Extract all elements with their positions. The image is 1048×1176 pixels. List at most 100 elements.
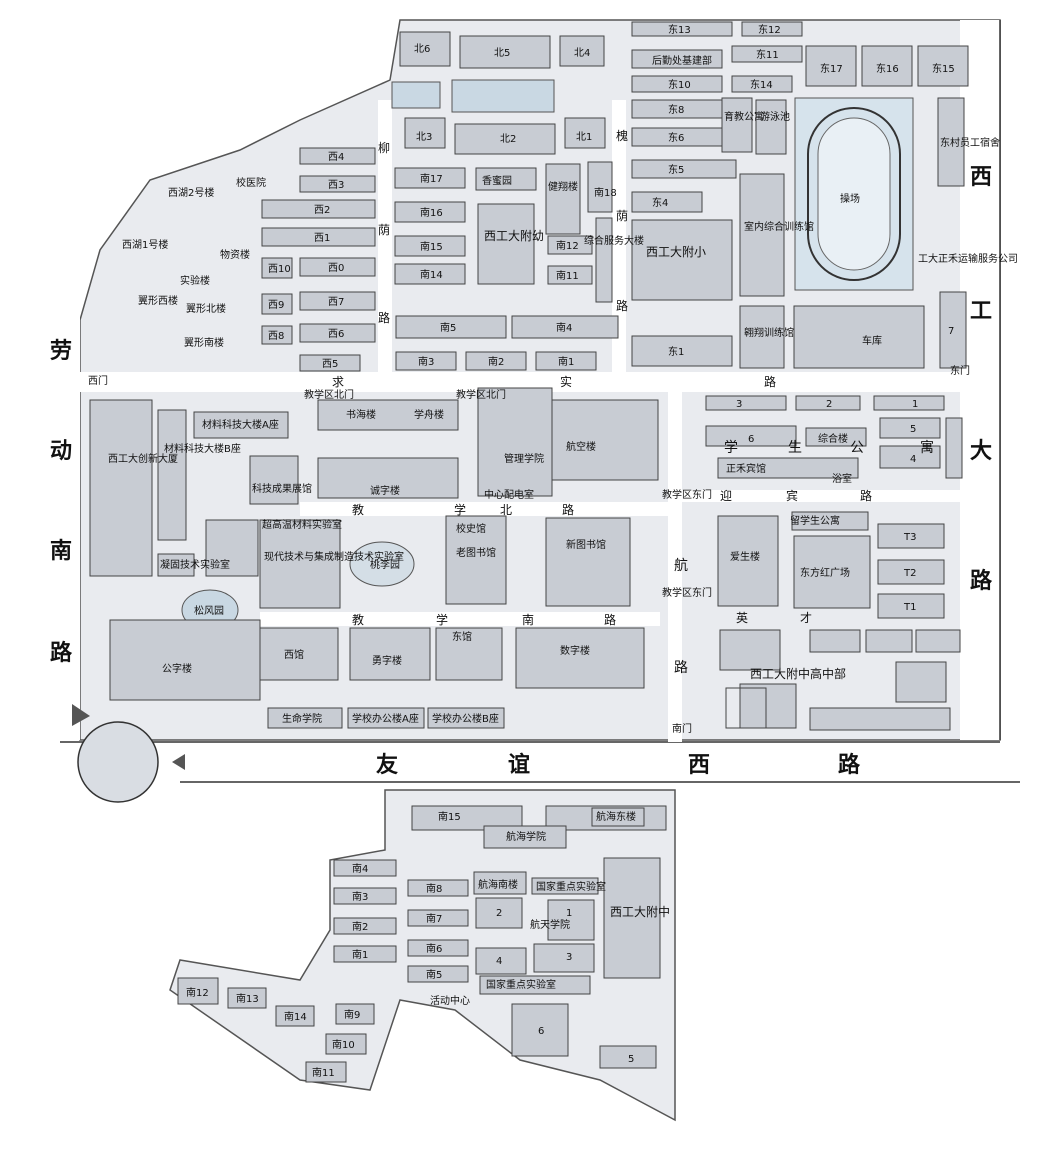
label-taoli[interactable]: 桃李园	[370, 558, 400, 571]
label-west-gate[interactable]: 西门	[88, 374, 108, 387]
label-yujiao[interactable]: 育教公寓	[724, 110, 764, 123]
bld-s-nan6[interactable]: 南6	[426, 942, 442, 955]
bld-h5[interactable]: 5	[628, 1054, 634, 1065]
bld-e16[interactable]: 东16	[876, 62, 899, 75]
bld-apt4[interactable]: 4	[910, 454, 916, 465]
bld-apt6[interactable]: 6	[748, 434, 754, 445]
bld-nan12[interactable]: 南12	[556, 239, 579, 252]
bld-s-nan4[interactable]: 南4	[352, 862, 368, 875]
label-zonghelou[interactable]: 综合楼	[818, 432, 848, 445]
label-playground[interactable]: 操场	[840, 192, 860, 205]
label-jianxiang[interactable]: 健翔楼	[548, 180, 578, 193]
label-gongzi[interactable]: 公字楼	[162, 662, 192, 675]
label-shinei[interactable]: 室内综合训练馆	[744, 220, 814, 233]
bld-xi0[interactable]: 西0	[328, 263, 344, 274]
bld-s-nan12[interactable]: 南12	[186, 986, 209, 999]
bld-bei6[interactable]: 北6	[414, 43, 430, 55]
bld-nan15[interactable]: 南15	[420, 240, 443, 253]
label-south-gate[interactable]: 南门	[672, 722, 692, 735]
label-aisheng[interactable]: 爱生楼	[730, 550, 760, 563]
bld-e5[interactable]: 东5	[668, 163, 684, 176]
bld-bei5[interactable]: 北5	[494, 47, 510, 59]
label-cailiao-b[interactable]: 材料科技大楼B座	[164, 442, 241, 455]
label-zonghefuwu[interactable]: 综合服务大楼	[584, 234, 644, 247]
label-north-gate-east[interactable]: 教学区北门	[456, 388, 506, 401]
bld-h1[interactable]: 1	[566, 908, 572, 919]
bld-s-nan3[interactable]: 南3	[352, 890, 368, 903]
label-hanghai[interactable]: 航海学院	[506, 830, 546, 843]
bld-e4[interactable]: 东4	[652, 196, 668, 209]
label-shuhai[interactable]: 书海楼	[346, 408, 376, 421]
bld-apt1[interactable]: 1	[912, 399, 918, 410]
bld-xi7[interactable]: 西7	[328, 297, 344, 308]
bld-xi4[interactable]: 西4	[328, 152, 344, 163]
label-laotushu[interactable]: 老图书馆	[456, 546, 496, 559]
label-yixingxi[interactable]: 翼形西楼	[138, 294, 178, 307]
bld-h4[interactable]: 4	[496, 956, 502, 967]
bld-s-nan11[interactable]: 南11	[312, 1066, 335, 1079]
bld-e10[interactable]: 东10	[668, 78, 691, 91]
label-keji-chengguo[interactable]: 科技成果展馆	[252, 482, 312, 495]
bld-bei3[interactable]: 北3	[416, 131, 432, 143]
label-xihu1[interactable]: 西湖1号楼	[122, 238, 168, 251]
label-wuzilou[interactable]: 物资楼	[220, 248, 250, 261]
label-guanli[interactable]: 管理学院	[504, 452, 544, 465]
bld-e8[interactable]: 东8	[668, 103, 684, 116]
label-aoxiang[interactable]: 翱翔训练馆	[744, 326, 794, 339]
bld-nan16[interactable]: 南16	[420, 206, 443, 219]
bld-nan11[interactable]: 南11	[556, 269, 579, 282]
bld-bei1[interactable]: 北1	[576, 131, 592, 143]
label-xintushu[interactable]: 新图书馆	[566, 538, 606, 551]
label-bangong-b[interactable]: 学校办公楼B座	[432, 712, 499, 725]
bld-e14[interactable]: 东14	[750, 78, 773, 91]
bld-e6[interactable]: 东6	[668, 131, 684, 144]
label-xuezhou[interactable]: 学舟楼	[414, 408, 444, 421]
bld-e12[interactable]: 东12	[758, 23, 781, 36]
bld-s-nan8[interactable]: 南8	[426, 882, 442, 895]
bld-xi5[interactable]: 西5	[322, 359, 338, 370]
bld-s-nan2[interactable]: 南2	[352, 920, 368, 933]
label-pool[interactable]: 游泳池	[760, 110, 790, 123]
label-zhenghe[interactable]: 正禾宾馆	[726, 462, 766, 475]
label-huodong[interactable]: 活动中心	[430, 994, 470, 1007]
bld-h3[interactable]: 3	[566, 952, 572, 963]
label-shuzi[interactable]: 数字楼	[560, 644, 590, 657]
label-yixingbei[interactable]: 翼形北楼	[186, 302, 226, 315]
label-chengzi[interactable]: 诚字楼	[370, 484, 400, 497]
label-bangong-a[interactable]: 学校办公楼A座	[352, 712, 419, 725]
label-east-gate-1[interactable]: 教学区东门	[662, 488, 712, 501]
label-peidian[interactable]: 中心配电室	[484, 488, 534, 501]
bld-e1[interactable]: 东1	[668, 345, 684, 358]
bld-nan1[interactable]: 南1	[558, 355, 574, 368]
label-shengming[interactable]: 生命学院	[282, 712, 322, 725]
label-shiyanlou[interactable]: 实验楼	[180, 274, 210, 287]
label-dongfanghong[interactable]: 东方红广场	[800, 566, 850, 579]
label-fuzhong[interactable]: 西工大附中	[610, 904, 670, 919]
bld-xi2[interactable]: 西2	[314, 205, 330, 216]
label-hanghai-nan[interactable]: 航海南楼	[478, 878, 518, 891]
bld-s-nan5[interactable]: 南5	[426, 968, 442, 981]
label-xiguan[interactable]: 西馆	[284, 648, 304, 661]
label-dongcun[interactable]: 东村员工宿舍	[940, 136, 1000, 149]
bld-nan18[interactable]: 南18	[594, 186, 617, 199]
bld-xi6[interactable]: 西6	[328, 329, 344, 340]
label-north-gate-west[interactable]: 教学区北门	[304, 388, 354, 401]
bld-s-nan15[interactable]: 南15	[438, 810, 461, 823]
bld-s-nan9[interactable]: 南9	[344, 1008, 360, 1021]
bld-bei2[interactable]: 北2	[500, 133, 516, 145]
label-east-gate[interactable]: 东门	[950, 364, 970, 377]
bld-apt2[interactable]: 2	[826, 399, 832, 410]
label-chuangxin[interactable]: 西工大创新大厦	[108, 452, 178, 465]
bld-t1[interactable]: T1	[903, 602, 916, 613]
label-yushi[interactable]: 浴室	[832, 472, 852, 485]
bld-nan2[interactable]: 南2	[488, 355, 504, 368]
label-fuxiao[interactable]: 西工大附小	[646, 245, 706, 259]
bld-e13[interactable]: 东13	[668, 23, 691, 36]
bld-t2[interactable]: T2	[903, 568, 916, 579]
label-hanghai-dong[interactable]: 航海东楼	[596, 810, 636, 823]
bld-xi9[interactable]: 西9	[268, 300, 284, 311]
label-yixingnan[interactable]: 翼形南楼	[184, 336, 224, 349]
label-liuxuesheng[interactable]: 留学生公寓	[790, 514, 840, 527]
label-fuyou[interactable]: 西工大附幼	[484, 229, 544, 243]
bld-xi10[interactable]: 西10	[268, 264, 291, 275]
